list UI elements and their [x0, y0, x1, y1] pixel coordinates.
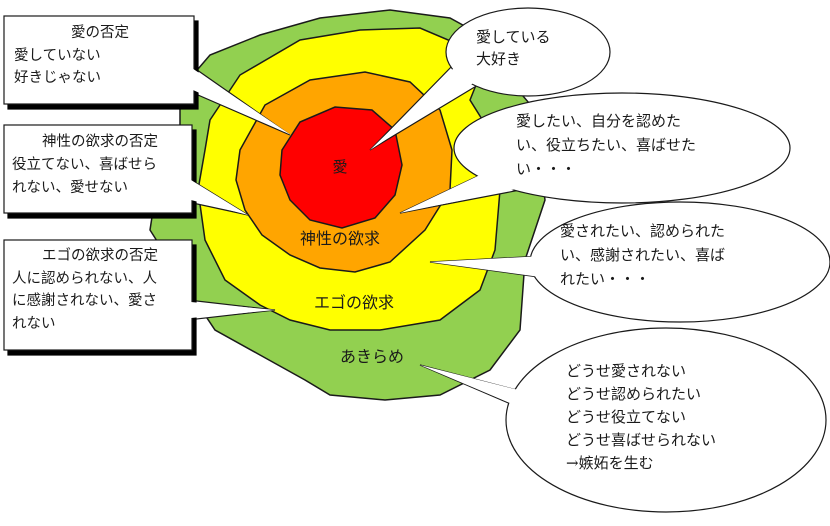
ego-denial-line-1: 人に認められない、人 [12, 270, 157, 287]
love-bubble-line-2: 大好き [476, 50, 521, 68]
love-denial-title: 愛の否定 [71, 24, 129, 41]
divine-denial-title: 神性の欲求の否定 [42, 133, 158, 150]
resignation-bubble-line-2: どうせ認められたい [566, 385, 701, 403]
divine-denial-line-2: れない、愛せない [12, 179, 128, 196]
divine-speech-bubble: 愛したい、自分を認めた い、役立ちたい、喜ばせた い・・・ [399, 92, 791, 214]
core-label: 愛 [332, 158, 347, 176]
love-denial-callout: 愛の否定 愛していない 好きじゃない [3, 15, 291, 136]
love-bubble-line-1: 愛している [476, 28, 551, 46]
ego-bubble-line-2: い、感謝されたい、喜ば [560, 246, 725, 264]
resignation-bubble-line-3: どうせ役立てない [566, 408, 686, 426]
ego-speech-bubble: 愛されたい、認められた い、感謝されたい、喜ば れたい・・・ [429, 201, 830, 323]
resignation-bubble-line-4: どうせ喜ばせられない [566, 431, 716, 449]
ego-denial-line-2: に感謝されない、愛さ [12, 292, 157, 309]
ego-denial-callout: エゴの欲求の否定 人に認められない、人 に感謝されない、愛さ れない [3, 239, 276, 351]
love-core [279, 106, 403, 229]
ego-label: エゴの欲求 [314, 293, 394, 312]
divine-bubble-line-2: い、役立ちたい、喜ばせた [516, 136, 696, 154]
resignation-bubble-line-1: どうせ愛されない [566, 362, 686, 380]
love-denial-line-2: 好きじゃない [14, 69, 101, 86]
divine-bubble-line-3: い・・・ [516, 160, 576, 178]
love-speech-bubble: 愛している 大好き [369, 7, 611, 151]
ego-bubble-line-3: れたい・・・ [560, 270, 650, 288]
resignation-label: あきらめ [340, 347, 404, 366]
divine-bubble-line-1: 愛したい、自分を認めた [516, 112, 681, 130]
ego-bubble-line-1: 愛されたい、認められた [560, 222, 725, 240]
divine-denial-line-1: 役立てない、喜ばせら [12, 156, 157, 173]
resignation-bubble-line-5: →嫉妬を生む [566, 454, 654, 472]
divine-denial-callout: 神性の欲求の否定 役立てない、喜ばせら れない、愛せない [3, 124, 249, 216]
love-denial-line-1: 愛していない [14, 47, 101, 64]
ego-denial-line-3: れない [12, 315, 56, 332]
resignation-speech-bubble: どうせ愛されない どうせ認められたい どうせ役立てない どうせ喜ばせられない →… [419, 327, 827, 513]
divine-label: 神性の欲求 [300, 229, 380, 248]
ego-denial-title: エゴの欲求の否定 [42, 246, 158, 264]
